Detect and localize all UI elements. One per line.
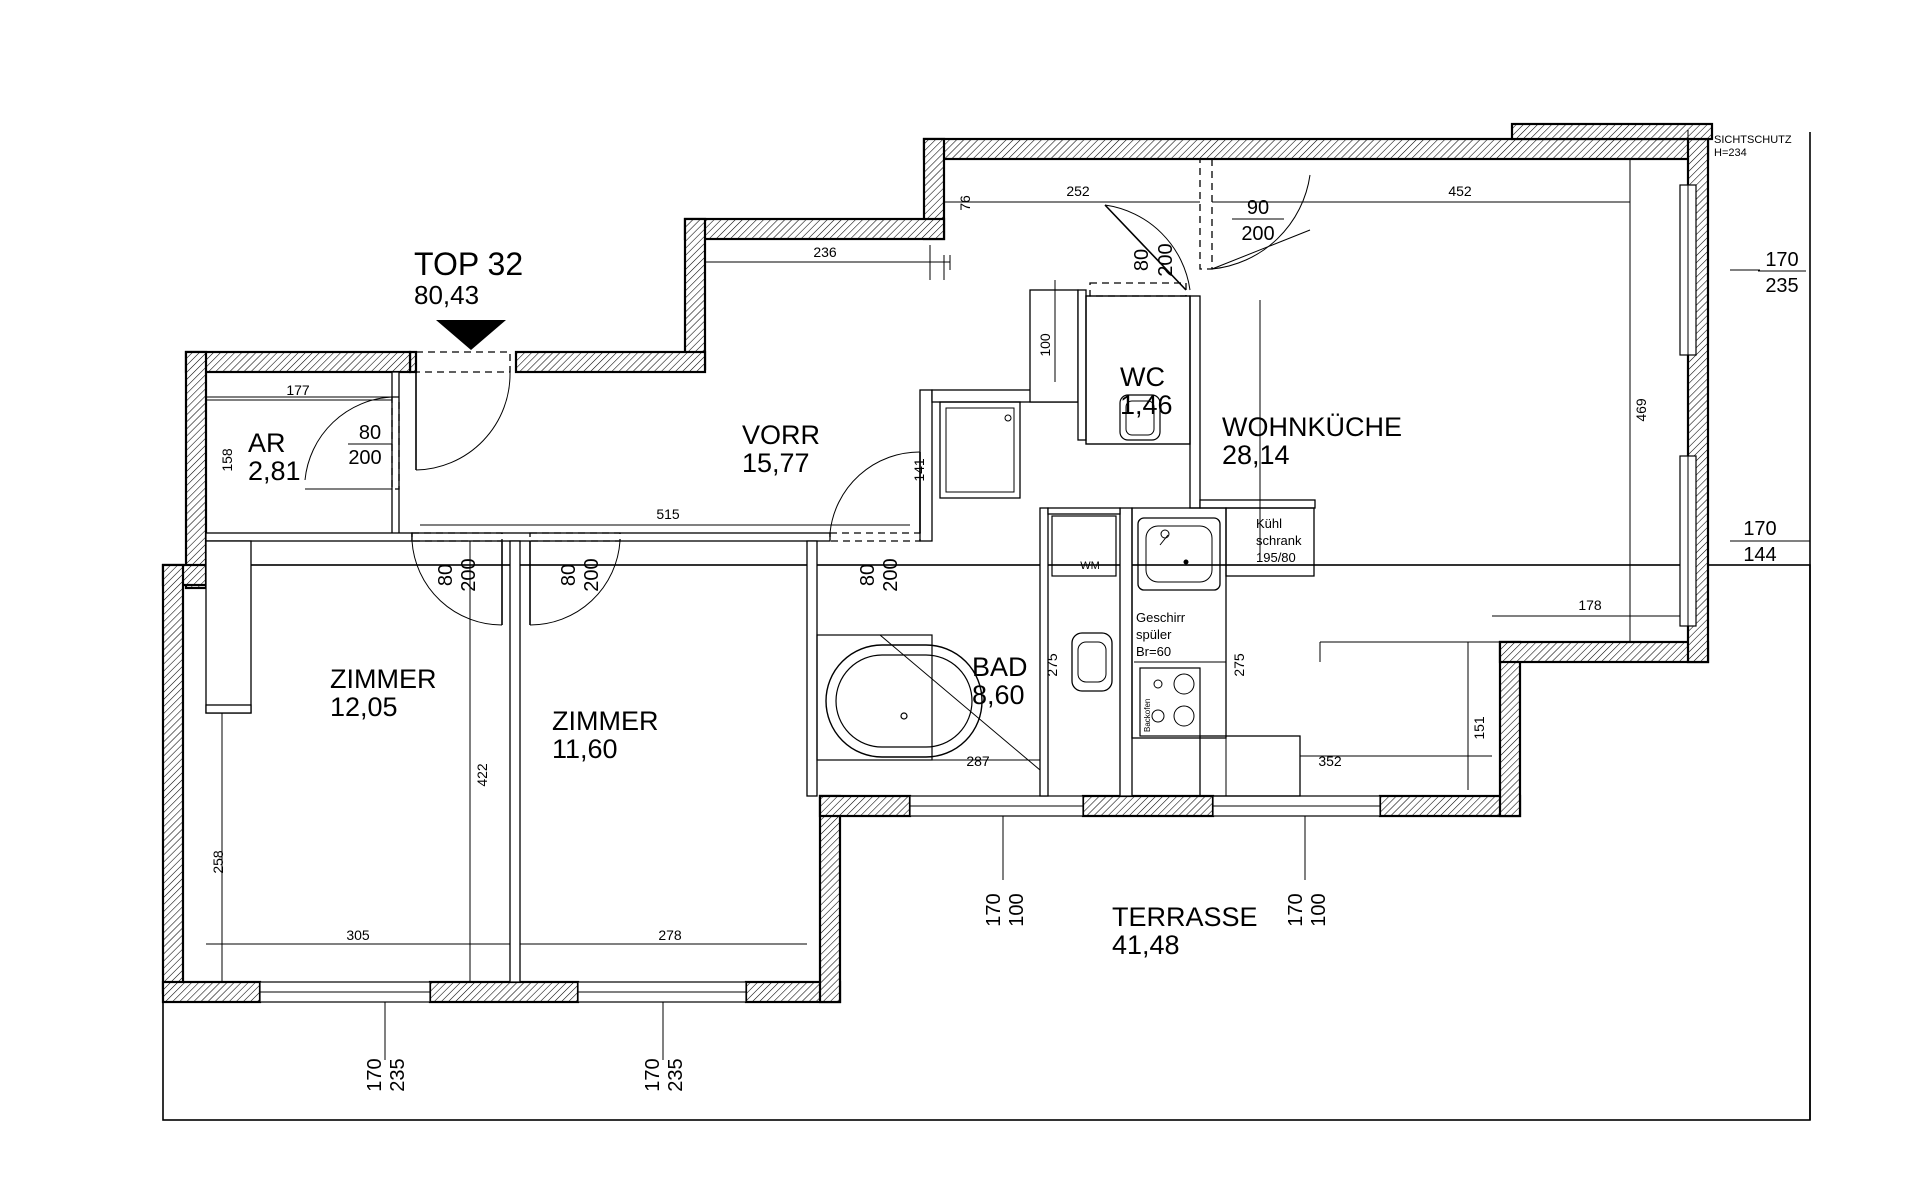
room-terrasse-area: 41,48 xyxy=(1112,930,1180,960)
opening-entry-top: 90 200 xyxy=(1232,197,1284,245)
svg-text:170: 170 xyxy=(1743,518,1776,540)
dishwasher-label-2: spüler xyxy=(1136,627,1172,642)
svg-text:170: 170 xyxy=(364,1058,386,1091)
svg-text:170: 170 xyxy=(642,1058,664,1091)
dim-305: 305 xyxy=(346,927,370,943)
svg-text:200: 200 xyxy=(1155,243,1177,276)
svg-text:80: 80 xyxy=(435,564,457,586)
opening-win-z2: 170 235 xyxy=(642,1058,687,1091)
dishwasher-label-1: Geschirr xyxy=(1136,610,1186,625)
room-wc-name: WC xyxy=(1120,362,1165,392)
kitchen-sink xyxy=(1137,517,1221,591)
room-zimmer2-name: ZIMMER xyxy=(552,706,658,736)
dim-469: 469 xyxy=(1633,398,1649,422)
dim-158: 158 xyxy=(219,448,235,472)
svg-text:235: 235 xyxy=(387,1058,409,1091)
cooktop xyxy=(1139,667,1201,737)
dim-452: 452 xyxy=(1448,183,1472,199)
svg-text:100: 100 xyxy=(1006,893,1028,926)
svg-text:100: 100 xyxy=(1308,893,1330,926)
opening-zimmer1-door: 80 200 xyxy=(435,558,480,591)
dim-275-kitchen: 275 xyxy=(1231,653,1247,677)
svg-text:200: 200 xyxy=(880,558,902,591)
opening-zimmer2-door: 80 200 xyxy=(558,558,603,591)
opening-win-right-mid: 170 144 xyxy=(1743,518,1776,566)
dim-100: 100 xyxy=(1037,333,1053,357)
fridge-label-2: schrank xyxy=(1256,533,1302,548)
dim-422: 422 xyxy=(474,763,490,787)
opening-win-bad: 170 100 xyxy=(983,893,1028,926)
room-vorr-area: 15,77 xyxy=(742,448,810,478)
unit-name: TOP 32 xyxy=(414,246,523,282)
room-ar-area: 2,81 xyxy=(248,456,301,486)
entry-arrow-icon xyxy=(436,320,506,350)
room-zimmer2-area: 11,60 xyxy=(552,734,618,764)
dim-178: 178 xyxy=(1578,597,1602,613)
room-bad-name: BAD xyxy=(972,652,1028,682)
sichtschutz-height: H=234 xyxy=(1714,147,1747,159)
room-vorr-name: VORR xyxy=(742,420,820,450)
opening-win-wohn: 170 100 xyxy=(1285,893,1330,926)
dim-177: 177 xyxy=(286,382,310,398)
svg-text:200: 200 xyxy=(458,558,480,591)
svg-text:80: 80 xyxy=(558,564,580,586)
svg-text:80: 80 xyxy=(1131,249,1153,271)
dim-141: 141 xyxy=(911,458,927,482)
svg-text:170: 170 xyxy=(1765,249,1798,271)
dim-151: 151 xyxy=(1471,716,1487,740)
fridge-label-3: 195/80 xyxy=(1256,550,1296,565)
unit-area: 80,43 xyxy=(414,280,479,310)
wm-label: WM xyxy=(1080,560,1100,572)
dim-275-bad: 275 xyxy=(1044,653,1060,677)
svg-text:170: 170 xyxy=(983,893,1005,926)
dim-236: 236 xyxy=(813,244,837,260)
svg-text:235: 235 xyxy=(665,1058,687,1091)
windows-right xyxy=(1679,184,1697,627)
dimension-lines xyxy=(206,130,1810,1060)
opening-ar-door: 80 200 xyxy=(348,422,392,469)
dishwasher-label-3: Br=60 xyxy=(1136,644,1171,659)
svg-text:200: 200 xyxy=(581,558,603,591)
doors xyxy=(304,158,1311,626)
room-bad-area: 8,60 xyxy=(972,680,1025,710)
room-wc-area: 1,46 xyxy=(1120,390,1173,420)
svg-text:144: 144 xyxy=(1743,544,1776,566)
dim-515: 515 xyxy=(656,506,680,522)
room-wohnkueche-name: WOHNKÜCHE xyxy=(1222,412,1402,442)
dim-352: 352 xyxy=(1318,753,1342,769)
windows-bottom xyxy=(259,795,1381,1003)
svg-text:170: 170 xyxy=(1285,893,1307,926)
room-ar-name: AR xyxy=(248,428,286,458)
svg-text:235: 235 xyxy=(1765,275,1798,297)
sichtschutz-label: SICHTSCHUTZ xyxy=(1714,134,1792,146)
opening-bad-door: 80 200 xyxy=(857,558,902,591)
bathtub xyxy=(825,644,983,758)
dim-287: 287 xyxy=(966,753,990,769)
svg-text:200: 200 xyxy=(1241,223,1274,245)
washbasin xyxy=(1071,632,1113,692)
dim-76: 76 xyxy=(957,195,973,211)
opening-win-z1: 170 235 xyxy=(364,1058,409,1091)
oven-label: Backofen xyxy=(1143,699,1152,732)
dim-258: 258 xyxy=(210,850,226,874)
svg-text:200: 200 xyxy=(348,447,381,469)
svg-text:80: 80 xyxy=(857,564,879,586)
room-zimmer1-area: 12,05 xyxy=(330,692,398,722)
svg-text:90: 90 xyxy=(1247,197,1269,219)
dim-278: 278 xyxy=(658,927,682,943)
room-zimmer1-name: ZIMMER xyxy=(330,664,436,694)
fridge-label-1: Kühl xyxy=(1256,516,1282,531)
exterior-walls xyxy=(161,122,1714,1004)
washing-machine: WM xyxy=(1051,515,1117,577)
opening-wc-door: 80 200 xyxy=(1131,243,1177,276)
shower xyxy=(939,401,1021,499)
room-terrasse-name: TERRASSE xyxy=(1112,902,1258,932)
opening-win-right-top: 170 235 xyxy=(1758,249,1806,297)
svg-text:80: 80 xyxy=(359,422,381,444)
room-wohnkueche-area: 28,14 xyxy=(1222,440,1290,470)
dim-252: 252 xyxy=(1066,183,1090,199)
